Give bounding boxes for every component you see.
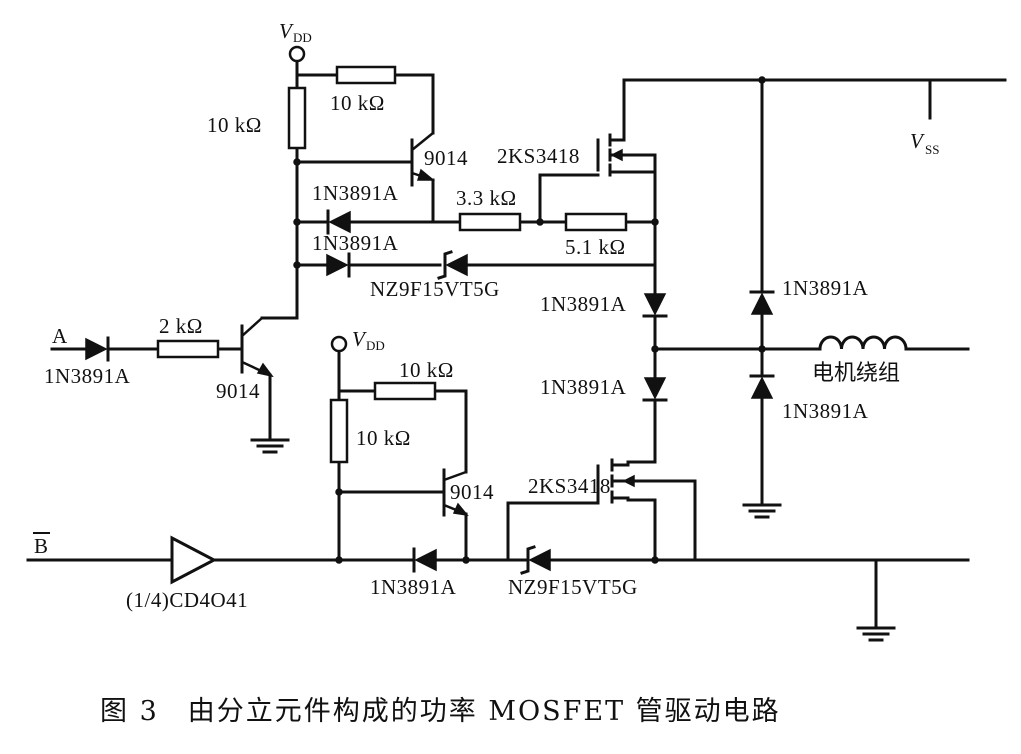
- vss-label: V: [910, 129, 925, 153]
- diode-d5: [642, 377, 668, 402]
- vdd-mid-terminal: [330, 335, 348, 353]
- resistor-r3: [458, 212, 522, 232]
- d3-label: 1N3891A: [312, 231, 399, 255]
- diode-d3: [326, 252, 351, 278]
- m1-label: 2KS3418: [497, 144, 580, 168]
- buffer-label: (1/4)CD4O41: [126, 588, 248, 612]
- labels: V DD V DD V SS A B 10 kΩ 10 kΩ 3.3 kΩ 5.…: [33, 19, 939, 727]
- zener-z2: [520, 545, 551, 575]
- d5-label: 1N3891A: [540, 375, 627, 399]
- r6-label: 10 kΩ: [399, 358, 454, 382]
- vdd-mid-sub: DD: [366, 338, 385, 353]
- transistor-q2: [240, 317, 274, 378]
- mosfet-m2: [596, 458, 635, 505]
- z1-label: NZ9F15VT5G: [370, 277, 500, 301]
- vdd-top-sub: DD: [293, 30, 312, 45]
- diode-d7: [749, 374, 775, 399]
- r5-label: 2 kΩ: [159, 314, 203, 338]
- resistor-r7: [329, 398, 349, 464]
- figure-caption: 图 3 由分立元件构成的功率 MOSFET 管驱动电路: [100, 696, 781, 727]
- resistor-r4: [564, 212, 628, 232]
- motor-label: 电机绕组: [812, 361, 900, 386]
- ground-q2: [250, 438, 290, 454]
- d4-label: 1N3891A: [540, 292, 627, 316]
- buffer-gate: [170, 535, 218, 585]
- d1-label: 1N3891A: [44, 364, 131, 388]
- resistor-r5: [156, 339, 220, 359]
- vdd-top-terminal: [288, 45, 306, 63]
- wires: [26, 60, 1007, 630]
- vss-sub: SS: [925, 142, 939, 157]
- zener-z1: [437, 250, 468, 280]
- q3-label: 9014: [450, 480, 494, 504]
- d2-label: 1N3891A: [312, 181, 399, 205]
- m2-label: 2KS3418: [528, 474, 611, 498]
- input-a-label: A: [52, 324, 68, 348]
- transistor-q1: [410, 132, 436, 187]
- d7-label: 1N3891A: [782, 399, 869, 423]
- ground-b-line: [856, 626, 896, 642]
- input-b-label: B: [34, 534, 49, 558]
- vdd-top-label: V: [279, 19, 294, 43]
- ground-right-column: [742, 503, 782, 519]
- r4-label: 5.1 kΩ: [565, 235, 626, 259]
- r7-label: 10 kΩ: [356, 426, 411, 450]
- mosfet-m1: [596, 133, 626, 177]
- r3-label: 3.3 kΩ: [456, 186, 517, 210]
- junction-dots: [293, 76, 766, 564]
- q2-label: 9014: [216, 379, 260, 403]
- z2-label: NZ9F15VT5G: [508, 575, 638, 599]
- diode-d2: [326, 209, 351, 235]
- d6-label: 1N3891A: [782, 276, 869, 300]
- r1-label: 10 kΩ: [207, 113, 262, 137]
- vdd-mid-label: V: [352, 327, 367, 351]
- diode-d6: [749, 290, 775, 315]
- diode-d4: [642, 293, 668, 318]
- motor-winding: [818, 335, 908, 351]
- transistor-q3: [442, 468, 469, 517]
- resistor-r2: [335, 65, 397, 85]
- q1-label: 9014: [424, 146, 468, 170]
- diode-d8: [412, 547, 437, 573]
- d8-label: 1N3891A: [370, 575, 457, 599]
- diode-d1: [85, 336, 110, 362]
- r2-label: 10 kΩ: [330, 91, 385, 115]
- resistor-r1: [287, 86, 307, 150]
- resistor-r6: [373, 381, 437, 401]
